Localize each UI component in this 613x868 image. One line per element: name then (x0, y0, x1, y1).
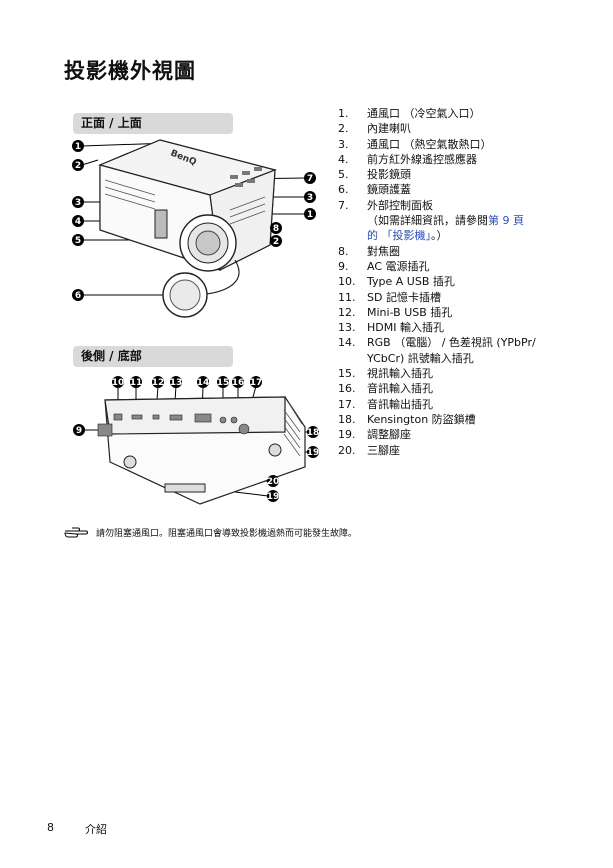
callout-badge (72, 159, 84, 171)
list-item: 11.SD 記憶卡插槽 (338, 290, 441, 304)
part7-note-prefix: （如需詳細資訊，請參閱 (367, 214, 488, 228)
callout-label: 1 (307, 210, 313, 220)
list-item: 12.Mini-B USB 插孔 (338, 305, 453, 319)
callout-badge (304, 191, 316, 203)
list-item: 13.HDMI 輸入插孔 (338, 321, 444, 335)
section-heading-rear-bottom: 後側 / 底部 (73, 346, 233, 367)
callout-badge (72, 234, 84, 246)
page-title: 投影機外視圖 (64, 59, 196, 83)
callout-badge (304, 172, 316, 184)
list-item: 20.三腳座 (338, 443, 400, 457)
note-text: 請勿阻塞通風口。阻塞通風口會導致投影機過熱而可能發生故障。 (96, 528, 358, 539)
list-item: 18.Kensington 防盜鎖槽 (338, 412, 476, 426)
callout-label: 19 (307, 448, 320, 458)
list-item: 2.內建喇叭 (338, 122, 411, 136)
parts-list: 1.通風口 （冷空氣入口） 2.內建喇叭 3.通風口 （熱空氣散熱口） 4.前方… (338, 106, 563, 458)
callout-label: 15 (217, 378, 230, 388)
list-item: 17.音訊輸出插孔 (338, 397, 433, 411)
callout-label: 13 (170, 378, 183, 388)
projector-front-illustration: BenQ 1 2 3 4 5 6 7 3 1 8 2 (72, 139, 316, 318)
callout-label: 3 (307, 193, 313, 203)
footer-section-label: 介紹 (85, 823, 107, 836)
list-item: 4.前方紅外線遙控感應器 (338, 152, 477, 166)
callout-label: 10 (112, 378, 125, 388)
callout-label: 7 (307, 174, 313, 184)
callout-label: 12 (152, 378, 165, 388)
callout-badge (304, 208, 316, 220)
callout-label: 2 (273, 237, 279, 247)
callout-label: 20 (267, 477, 280, 487)
list-item: 8.對焦圈 (338, 244, 400, 258)
callout-badge (72, 196, 84, 208)
callout-label: 8 (273, 224, 279, 234)
list-item: 10.Type A USB 插孔 (338, 275, 455, 289)
callout-label: 9 (76, 426, 82, 436)
callout-badge (72, 215, 84, 227)
callout-badge (72, 289, 84, 301)
part14-continuation: YCbCr) 訊號輸入插孔 (367, 351, 474, 365)
part7-note-suffix: 。） (431, 229, 448, 243)
callout-badge (270, 222, 282, 234)
section-heading-front-top: 正面 / 上面 (73, 113, 233, 134)
list-item: 7.外部控制面板 （如需詳細資訊，請參閱第 9 頁 的 「投影機」。） (338, 198, 524, 243)
list-item: 16.音訊輸入插孔 (338, 382, 433, 396)
list-item: 14.RGB （電腦） / 色差視訊 (YPbPr/YCbCr) 訊號輸入插孔 (338, 336, 536, 365)
caution-note: 請勿阻塞通風口。阻塞通風口會導致投影機過熱而可能發生故障。 (64, 525, 357, 539)
list-item: 6.鏡頭護蓋 (338, 183, 411, 197)
callout-label: 1 (75, 142, 81, 152)
callout-label: 16 (232, 378, 245, 388)
list-item: 1.通風口 （冷空氣入口） (338, 107, 481, 120)
list-item: 3.通風口 （熱空氣散熱口） (338, 137, 492, 151)
list-item: 9.AC 電源插孔 (338, 259, 430, 273)
callout-label: 4 (75, 217, 81, 227)
callout-label: 19 (267, 492, 280, 502)
callout-label: 17 (250, 378, 263, 388)
projector-rear-illustration: 10 11 12 13 14 15 16 17 9 18 19 20 19 (73, 376, 320, 505)
page-number: 8 (47, 821, 54, 834)
callout-badge (270, 235, 282, 247)
callout-label: 5 (75, 236, 81, 246)
callout-label: 18 (307, 428, 320, 438)
page-link[interactable]: 第 9 頁 (488, 214, 524, 228)
callout-label: 3 (75, 198, 81, 208)
list-item: 5.投影鏡頭 (338, 168, 411, 182)
callout-badge (72, 140, 84, 152)
projector-section-link[interactable]: 的 「投影機」 (367, 229, 431, 243)
callout-label: 11 (130, 378, 143, 388)
callout-label: 2 (75, 161, 81, 171)
callout-label: 6 (75, 291, 81, 301)
pointing-hand-icon (64, 527, 88, 538)
list-item: 15.視訊輸入插孔 (338, 367, 433, 381)
callout-label: 14 (197, 378, 210, 388)
list-item: 19.調整腳座 (338, 428, 411, 442)
